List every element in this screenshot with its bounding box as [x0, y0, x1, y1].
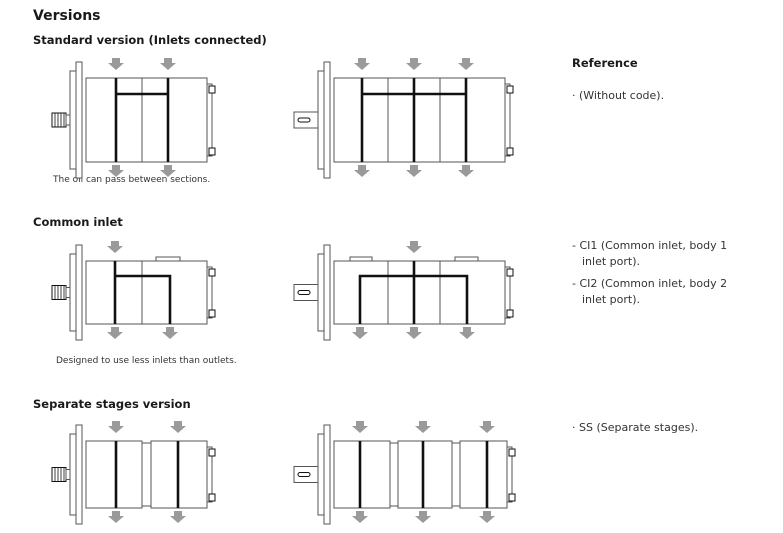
- shaft-key: [297, 117, 311, 123]
- bolt-icon: [208, 493, 216, 502]
- pump-body-section: [333, 440, 391, 509]
- section-joint: [141, 442, 152, 507]
- flow-arrow-icon: [108, 165, 124, 177]
- flow-arrow-icon: [107, 241, 123, 253]
- reference-standard: · (Without code).: [572, 89, 665, 102]
- flow-arrow-icon: [479, 511, 495, 523]
- flow-arrow-icon: [352, 511, 368, 523]
- section-heading-common-inlet: Common inlet: [33, 215, 123, 229]
- reference-ci2-cont: inlet port).: [582, 293, 640, 306]
- bolt-icon: [506, 85, 514, 94]
- flange: [75, 61, 83, 179]
- flow-arrow-icon: [406, 58, 422, 70]
- flow-arrow-icon: [458, 165, 474, 177]
- flow-arrow-icon: [160, 165, 176, 177]
- flange: [323, 244, 331, 341]
- bolt-icon: [208, 448, 216, 457]
- bolt-icon: [208, 147, 216, 156]
- flow-arrow-icon: [108, 421, 124, 433]
- port-plate: [454, 256, 479, 262]
- flow-arrow-icon: [415, 511, 431, 523]
- flow-arrow-icon: [415, 421, 431, 433]
- bolt-icon: [506, 147, 514, 156]
- flange-plate: [69, 253, 77, 332]
- bolt-icon: [208, 85, 216, 94]
- pump-body-section: [459, 440, 508, 509]
- section-heading-separate-stages: Separate stages version: [33, 397, 191, 411]
- reference-heading: Reference: [572, 56, 638, 70]
- section-heading-standard: Standard version (Inlets connected): [33, 33, 267, 47]
- bolt-icon: [208, 268, 216, 277]
- shaft-key: [297, 472, 311, 477]
- shaft-key: [297, 290, 311, 295]
- flow-arrow-icon: [352, 327, 368, 339]
- end-cap: [504, 266, 511, 319]
- flange-plate: [69, 70, 77, 170]
- flow-arrow-icon: [160, 58, 176, 70]
- pump-diagram: [51, 421, 216, 525]
- flange-plate: [317, 70, 325, 170]
- pump-body-section: [85, 77, 143, 163]
- pump-diagram: [293, 241, 514, 341]
- pump-body-section: [141, 260, 208, 325]
- flow-arrow-icon: [108, 58, 124, 70]
- flow-arrow-icon: [162, 327, 178, 339]
- shaft-collar: [65, 114, 71, 126]
- pump-diagram: [51, 241, 216, 341]
- caption-standard: The oil can pass between sections.: [53, 175, 211, 185]
- flow-arrow-icon: [170, 421, 186, 433]
- shaft-collar: [65, 287, 71, 298]
- oil-channel: [115, 274, 172, 324]
- section-joint: [389, 442, 399, 507]
- flow-arrow-icon: [459, 327, 475, 339]
- bolt-icon: [506, 309, 514, 318]
- end-cap: [506, 446, 513, 503]
- pump-diagram: [293, 58, 514, 179]
- flow-arrow-icon: [406, 327, 422, 339]
- end-cap: [504, 83, 511, 157]
- pump-body-section: [439, 260, 506, 325]
- reference-ci1-cont: inlet port).: [582, 255, 640, 268]
- pump-body-section: [439, 77, 506, 163]
- flow-arrow-icon: [354, 58, 370, 70]
- shaft-collar: [65, 469, 71, 480]
- port-plate: [155, 256, 181, 262]
- pump-body-section: [141, 77, 208, 163]
- port-plate: [349, 256, 373, 262]
- flange-plate: [317, 253, 325, 332]
- end-cap: [206, 446, 213, 503]
- flange-plate: [69, 433, 77, 516]
- flow-arrow-icon: [406, 165, 422, 177]
- flow-arrow-icon: [406, 241, 422, 253]
- pump-body-section: [397, 440, 453, 509]
- bolt-icon: [508, 493, 516, 502]
- flange: [323, 424, 331, 525]
- flow-arrow-icon: [479, 421, 495, 433]
- flow-arrow-icon: [354, 165, 370, 177]
- flange: [323, 61, 331, 179]
- reference-ci1: - CI1 (Common inlet, body 1: [572, 239, 728, 252]
- flange-plate: [317, 433, 325, 516]
- end-cap: [206, 83, 213, 157]
- flange: [75, 244, 83, 341]
- pump-diagram: [51, 58, 216, 179]
- page-title: Versions: [33, 8, 101, 24]
- flow-arrow-icon: [352, 421, 368, 433]
- reference-ss: · SS (Separate stages).: [572, 421, 699, 434]
- flow-arrow-icon: [458, 58, 474, 70]
- reference-ci2: - CI2 (Common inlet, body 2: [572, 277, 728, 290]
- end-cap: [206, 266, 213, 319]
- section-joint: [451, 442, 461, 507]
- pump-diagram: [293, 421, 516, 525]
- flow-arrow-icon: [170, 511, 186, 523]
- flow-arrow-icon: [108, 511, 124, 523]
- caption-common-inlet: Designed to use less inlets than outlets…: [56, 356, 237, 366]
- flange: [75, 424, 83, 525]
- pump-body-section: [85, 440, 143, 509]
- oil-channel: [358, 274, 469, 324]
- flow-arrow-icon: [107, 327, 123, 339]
- bolt-icon: [508, 448, 516, 457]
- bolt-icon: [208, 309, 216, 318]
- bolt-icon: [506, 268, 514, 277]
